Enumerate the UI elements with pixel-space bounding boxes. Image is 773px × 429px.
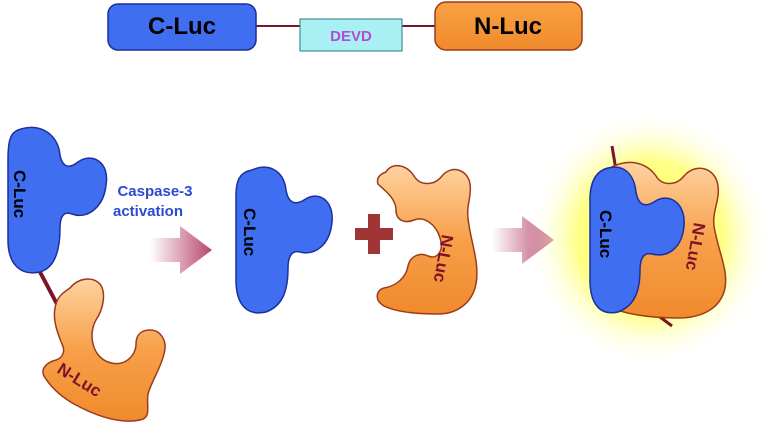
construct-n-luc-box <box>434 1 583 51</box>
left-n-luc-shape <box>42 278 166 422</box>
complementation-arrow <box>492 216 554 264</box>
left-c-luc-shape <box>7 126 108 274</box>
construct-n-luc-label: N-Luc <box>474 13 542 40</box>
left-tether <box>38 271 60 307</box>
fusion-construct: C-Luc DEVD N-Luc <box>107 1 583 52</box>
construct-c-luc-box <box>107 3 257 51</box>
right-c-luc-label: C-Luc <box>596 210 615 258</box>
caption-line-2: activation <box>113 203 183 220</box>
middle-separated-fragments: C-Luc N-Luc <box>235 164 478 315</box>
middle-c-luc-shape <box>235 166 333 314</box>
middle-n-luc-shape <box>376 164 478 315</box>
middle-c-luc-label: C-Luc <box>240 208 259 256</box>
cleavage-arrow <box>150 226 212 274</box>
plus-sign <box>355 214 393 254</box>
construct-devd-label: DEVD <box>330 28 372 45</box>
construct-c-luc-label: C-Luc <box>148 13 216 40</box>
caption-line-1: Caspase-3 <box>117 183 192 200</box>
left-intact-fusion: C-Luc N-Luc <box>7 126 166 422</box>
construct-devd-box <box>299 18 403 52</box>
right-c-luc-shape <box>589 166 685 314</box>
left-c-luc-label: C-Luc <box>10 170 29 218</box>
right-reconstituted-luciferase: C-Luc N-Luc <box>528 110 772 366</box>
caspase-activation-step: Caspase-3 activation <box>113 183 212 274</box>
